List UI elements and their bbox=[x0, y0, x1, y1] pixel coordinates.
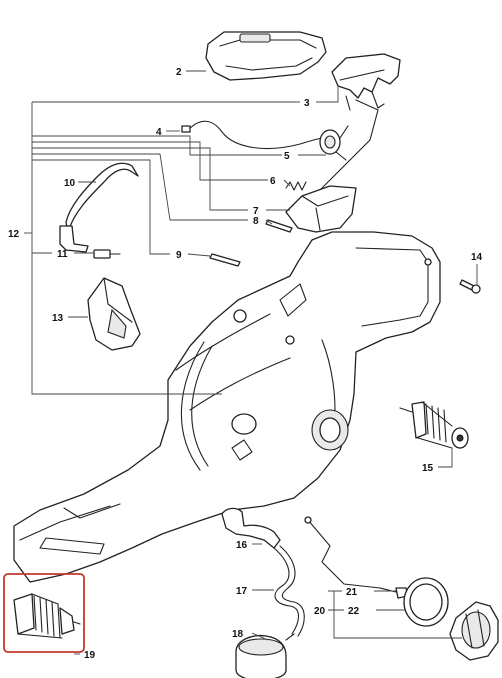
label-11: 11 bbox=[57, 249, 68, 260]
label-8: 8 bbox=[253, 216, 259, 227]
part-5-spring-coil[interactable] bbox=[319, 125, 349, 161]
label-21: 21 bbox=[346, 587, 358, 598]
part-13-intake-cover[interactable] bbox=[87, 277, 141, 351]
part-11-fitting[interactable] bbox=[93, 249, 121, 259]
leader-lines bbox=[24, 70, 478, 655]
label-2: 2 bbox=[176, 67, 182, 78]
label-17: 17 bbox=[236, 586, 248, 597]
label-7: 7 bbox=[253, 206, 259, 217]
label-5: 5 bbox=[284, 151, 290, 162]
label-9: 9 bbox=[176, 250, 182, 261]
label-15: 15 bbox=[422, 463, 434, 474]
part-3-throttle-trigger[interactable] bbox=[331, 53, 401, 111]
part-17-fuel-line[interactable] bbox=[273, 545, 305, 637]
label-10: 10 bbox=[64, 178, 76, 189]
part-8-pin[interactable] bbox=[265, 219, 293, 233]
label-22: 22 bbox=[348, 606, 360, 617]
part-9-pin[interactable] bbox=[209, 253, 241, 267]
label-4: 4 bbox=[156, 127, 162, 138]
label-13: 13 bbox=[52, 313, 64, 324]
part-labels: 2 3 4 5 6 7 8 9 10 11 12 13 14 15 16 17 … bbox=[8, 67, 483, 661]
label-3: 3 bbox=[304, 98, 310, 109]
part-2-top-cover[interactable] bbox=[205, 31, 327, 81]
part-16-hose[interactable] bbox=[221, 507, 281, 549]
part-18-fuel-filter[interactable] bbox=[235, 633, 295, 678]
label-6: 6 bbox=[270, 176, 276, 187]
part-21-vent-rod[interactable] bbox=[304, 516, 409, 599]
label-20: 20 bbox=[314, 606, 326, 617]
label-18: 18 bbox=[232, 629, 244, 640]
part-22-seal-ring[interactable] bbox=[403, 577, 449, 627]
part-14-screw[interactable] bbox=[459, 279, 481, 294]
part-4-throttle-cable[interactable] bbox=[181, 120, 341, 149]
label-19: 19 bbox=[84, 650, 96, 661]
part-10-fuel-hose[interactable] bbox=[59, 162, 139, 253]
part-19-av-spring[interactable] bbox=[13, 593, 81, 639]
label-12: 12 bbox=[8, 229, 20, 240]
part-7-throttle-lockout[interactable] bbox=[285, 185, 357, 233]
highlight-box-part-19 bbox=[3, 573, 85, 653]
part-6-spring[interactable] bbox=[285, 99, 379, 191]
main-housing bbox=[13, 231, 441, 583]
part-20-fuel-cap[interactable] bbox=[449, 601, 499, 661]
label-14: 14 bbox=[471, 252, 483, 263]
part-15-av-spring[interactable] bbox=[399, 401, 469, 449]
label-16: 16 bbox=[236, 540, 248, 551]
